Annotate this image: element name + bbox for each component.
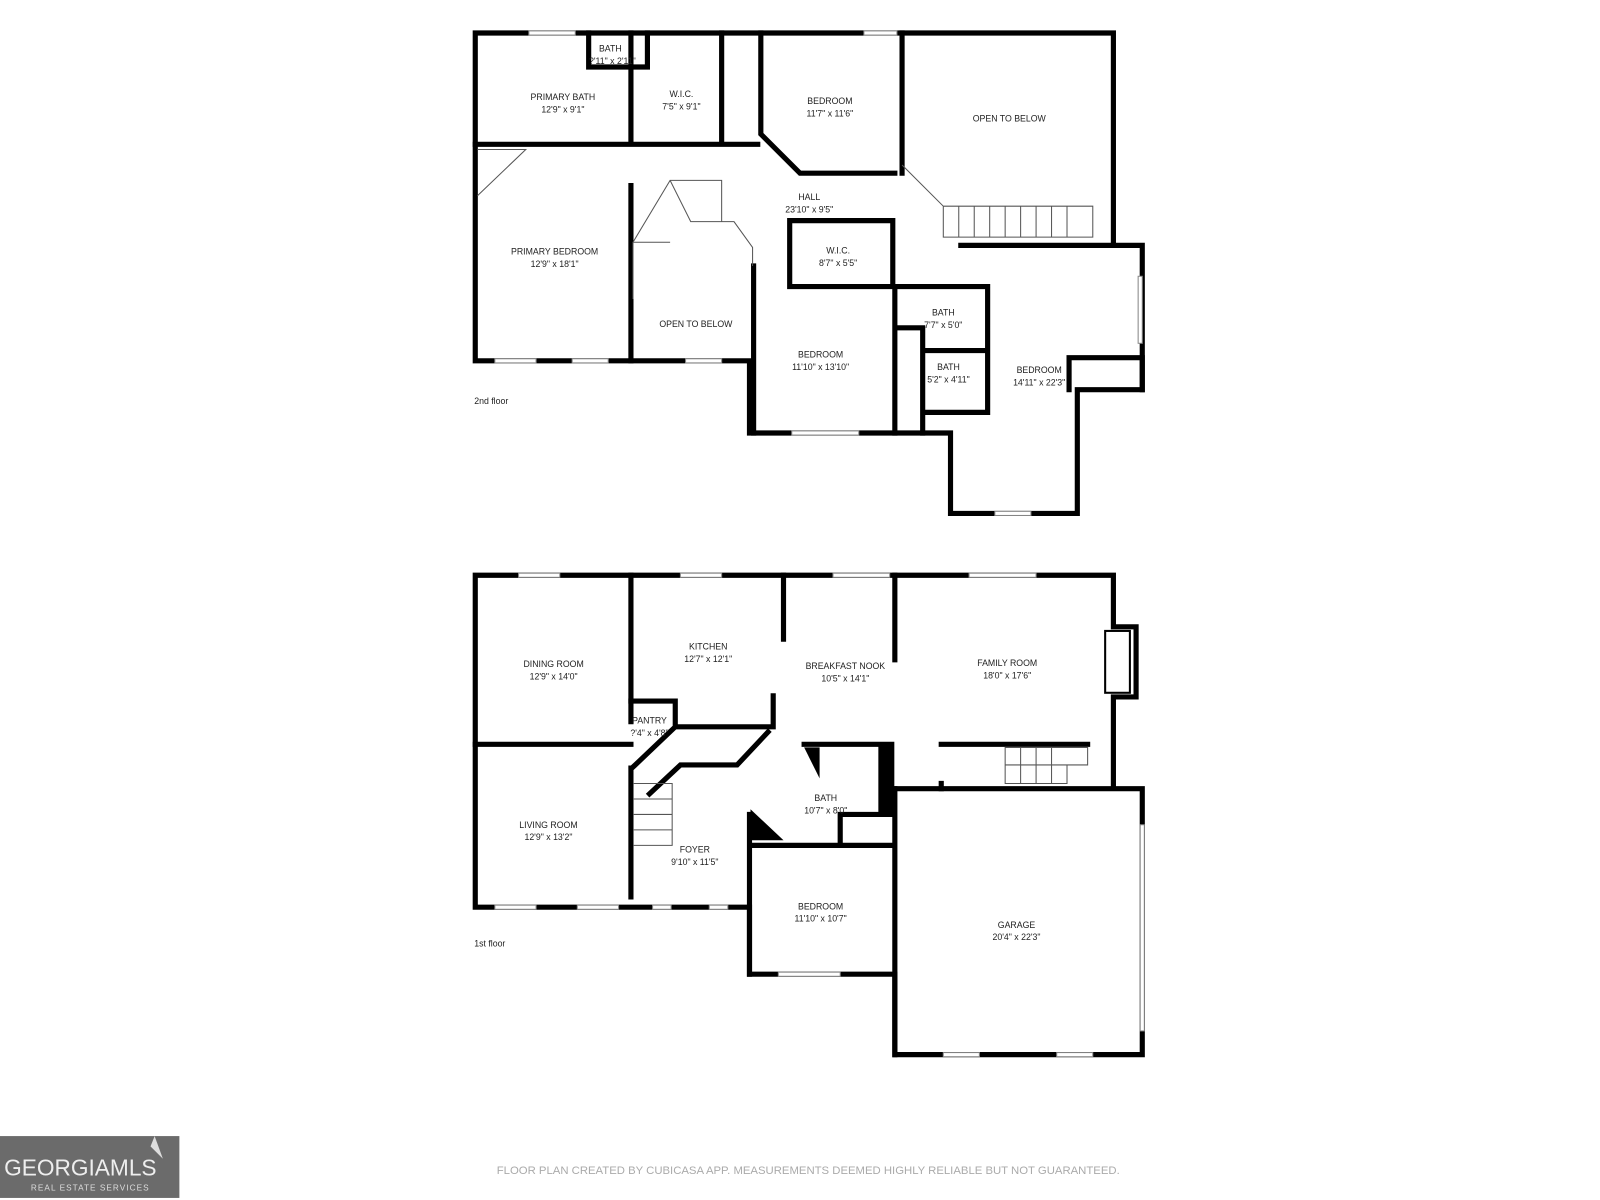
room-name: FAMILY ROOM <box>977 658 1037 668</box>
room-name: KITCHEN <box>689 641 727 651</box>
room-dims: 5'2" x 4'11" <box>927 374 969 384</box>
room-dims: 11'7" x 11'6" <box>807 108 854 118</box>
room-name: BREAKFAST NOOK <box>806 661 886 671</box>
room-dims: 14'11" x 22'3" <box>1013 378 1065 388</box>
room-dims: 23'10" x 9'5" <box>785 204 833 214</box>
room-dims: 12'9" x 14'0" <box>530 671 578 681</box>
room-name: BATH <box>814 793 837 803</box>
room-name: W.I.C. <box>670 89 694 99</box>
room-dims: 12'9" x 9'1" <box>541 104 584 114</box>
room-dims: 9'10" x 11'5" <box>671 857 718 867</box>
room-name: PANTRY <box>632 716 667 726</box>
floor-label: 2nd floor <box>474 396 508 406</box>
floor-label: 1st floor <box>474 938 505 948</box>
disclaimer: FLOOR PLAN CREATED BY CUBICASA APP. MEAS… <box>497 1165 1120 1177</box>
room-name: HALL <box>798 192 820 202</box>
room-dims: 12'7" x 12'1" <box>684 654 732 664</box>
room-dims: 11'10" x 10'7" <box>795 914 847 924</box>
room-name: FOYER <box>680 845 710 855</box>
room-name: BEDROOM <box>798 350 843 360</box>
room-dims: ?'11" x 2'11" <box>589 56 636 66</box>
room-dims: ?'4" x 4'8" <box>630 728 668 738</box>
room-dims: 12'9" x 18'1" <box>531 259 579 269</box>
room-dims: 18'0" x 17'6" <box>983 670 1031 680</box>
room-dims: 11'10" x 13'10" <box>792 362 849 372</box>
room-dims: 10'5" x 14'1" <box>821 673 869 683</box>
room-dims: 7'5" x 9'1" <box>662 101 700 111</box>
room-name: OPEN TO BELOW <box>973 114 1047 124</box>
room-dims: 12'9" x 13'2" <box>524 832 572 842</box>
room-name: BEDROOM <box>1017 365 1062 375</box>
room-name: BATH <box>932 307 955 317</box>
logo-text: GEORGIAMLS <box>4 1154 156 1180</box>
room-name: LIVING ROOM <box>519 820 577 830</box>
room-dims: 8'7" x 5'5" <box>819 258 857 268</box>
room-name: W.I.C. <box>826 246 850 256</box>
room-name: BEDROOM <box>807 96 852 106</box>
room-dims: 7'7" x 5'0" <box>924 320 962 330</box>
room-name: DINING ROOM <box>523 659 583 669</box>
room-name: PRIMARY BEDROOM <box>511 247 598 257</box>
room-name: PRIMARY BATH <box>531 92 596 102</box>
room-dims: 10'7" x 8'0" <box>804 805 847 815</box>
room-name: BATH <box>937 362 960 372</box>
logo-subtext: REAL ESTATE SERVICES <box>31 1184 150 1193</box>
room-dims: 20'4" x 22'3" <box>992 932 1040 942</box>
room-name: BEDROOM <box>798 901 843 911</box>
second-floor-plan <box>472 30 1145 516</box>
room-name: GARAGE <box>998 920 1036 930</box>
room-name: BATH <box>599 44 622 54</box>
georgiamls-logo: GEORGIAMLS REAL ESTATE SERVICES <box>0 1136 180 1198</box>
first-floor-plan <box>472 572 1145 1058</box>
room-name: OPEN TO BELOW <box>659 319 733 329</box>
